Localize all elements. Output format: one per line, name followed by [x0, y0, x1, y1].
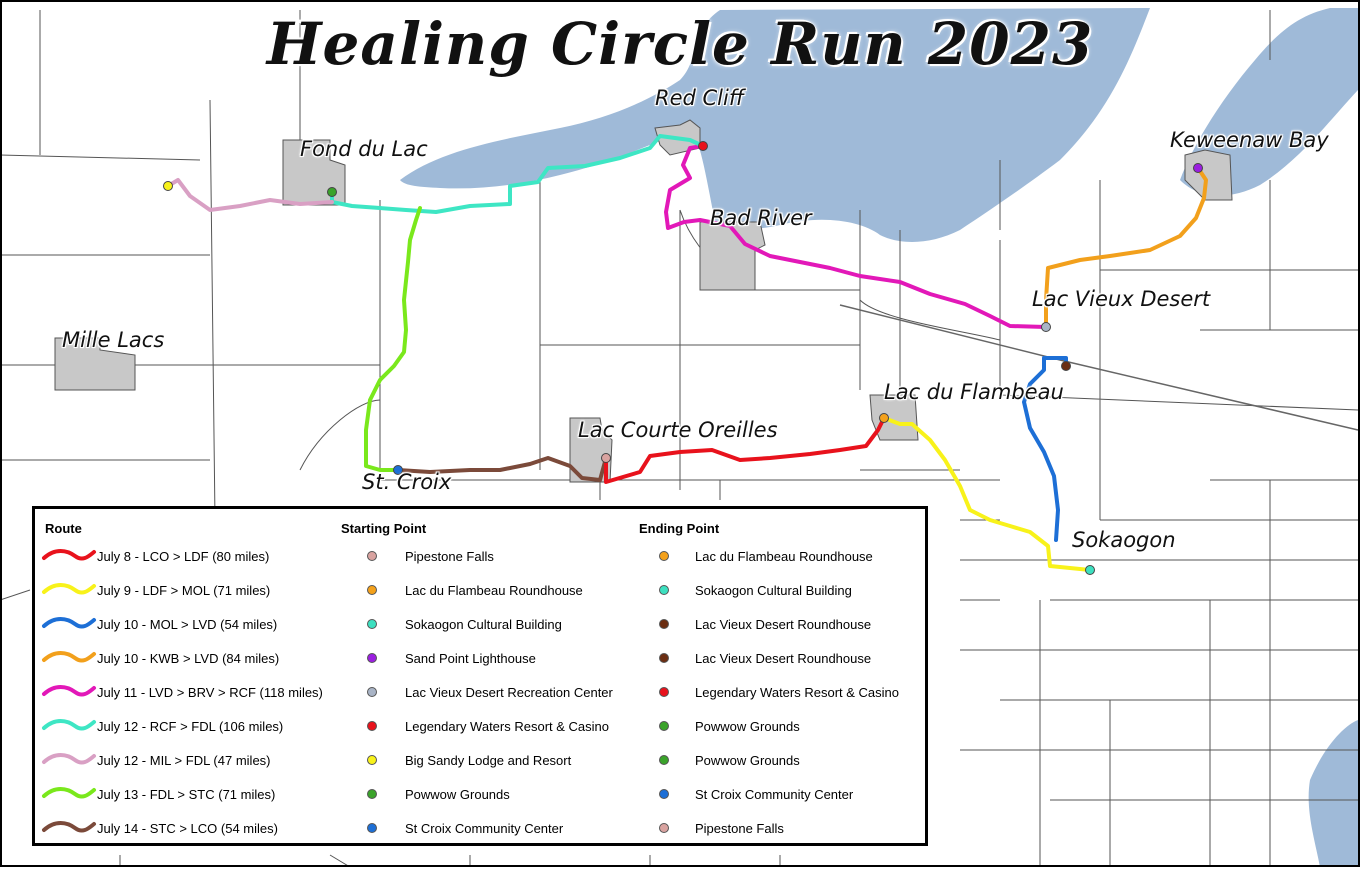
- pt-legendary-waters: [698, 141, 708, 151]
- legend-end-dot: [659, 721, 669, 731]
- place-label-fond-du-lac: Fond du Lac: [300, 137, 428, 161]
- legend-header-start: Starting Point: [341, 521, 427, 536]
- legend-route-swatch: [42, 651, 96, 663]
- legend-route-label: July 8 - LCO > LDF (80 miles): [97, 549, 270, 564]
- legend-header-end: Ending Point: [639, 521, 720, 536]
- place-label-keweenaw-bay: Keweenaw Bay: [1170, 128, 1329, 152]
- pt-lvd-rec: [1041, 322, 1051, 332]
- legend-route-swatch: [42, 617, 96, 629]
- legend-end-dot: [659, 789, 669, 799]
- legend-end-label: Lac Vieux Desert Roundhouse: [695, 617, 872, 632]
- route-kwb-lvd: [1044, 166, 1208, 329]
- pt-pipestone-falls: [601, 453, 611, 463]
- legend-start-label: Lac du Flambeau Roundhouse: [405, 583, 583, 598]
- legend-start-label: Sand Point Lighthouse: [405, 651, 536, 666]
- legend-start-dot: [367, 551, 377, 561]
- legend-start-label: Powwow Grounds: [405, 787, 510, 802]
- lake-superior: [400, 8, 1150, 242]
- res-bad-river: [699, 221, 766, 291]
- legend-end-dot: [659, 687, 669, 697]
- legend-route-swatch: [42, 583, 96, 595]
- legend-end-dot: [659, 585, 669, 595]
- legend-route-label: July 13 - FDL > STC (71 miles): [97, 787, 276, 802]
- legend-route-label: July 10 - MOL > LVD (54 miles): [97, 617, 278, 632]
- legend-route-label: July 10 - KWB > LVD (84 miles): [97, 651, 280, 666]
- place-label-lac-courte-oreilles: Lac Courte Oreilles: [578, 418, 778, 442]
- route-mol-lvd: [1022, 356, 1068, 542]
- legend-start-label: St Croix Community Center: [405, 821, 564, 836]
- route-stc-lco: [396, 456, 608, 482]
- route-rcf-fdl: [330, 134, 705, 214]
- legend-end-label: Legendary Waters Resort & Casino: [695, 685, 900, 700]
- legend-route-swatch: [42, 753, 96, 765]
- legend-start-dot: [367, 619, 377, 629]
- legend-start-dot: [367, 585, 377, 595]
- legend-end-label: Lac Vieux Desert Roundhouse: [695, 651, 872, 666]
- legend-header-route: Route: [45, 521, 82, 536]
- place-label-lac-du-flambeau: Lac du Flambeau: [884, 380, 1064, 404]
- map-title: Healing Circle Run 2023: [266, 10, 1094, 78]
- legend-start-label: Legendary Waters Resort & Casino: [405, 719, 610, 734]
- legend-end-label: Sokaogon Cultural Building: [695, 583, 852, 598]
- pt-lvd-roundhouse: [1061, 361, 1071, 371]
- legend-start-dot: [367, 687, 377, 697]
- legend-route-swatch: [42, 821, 96, 833]
- route-lvd-brv-rcf: [664, 144, 1048, 329]
- pt-ldf-roundhouse: [879, 413, 889, 423]
- place-label-st-croix: St. Croix: [362, 470, 452, 494]
- legend-end-dot: [659, 653, 669, 663]
- legend-route-swatch: [42, 719, 96, 731]
- points: [163, 141, 1203, 575]
- legend-route-swatch: [42, 685, 96, 697]
- legend-end-label: St Croix Community Center: [695, 787, 854, 802]
- route-ldf-mol: [882, 416, 1092, 572]
- pt-big-sandy: [163, 181, 173, 191]
- legend-route-label: July 12 - MIL > FDL (47 miles): [97, 753, 271, 768]
- routes: [166, 134, 1208, 572]
- pt-sand-point: [1193, 163, 1203, 173]
- place-label-red-cliff: Red Cliff: [655, 86, 745, 110]
- legend-route-label: July 11 - LVD > BRV > RCF (118 miles): [97, 685, 323, 700]
- legend-start-dot: [367, 789, 377, 799]
- route-mil-fdl: [166, 178, 334, 212]
- legend-start-label: Big Sandy Lodge and Resort: [405, 753, 572, 768]
- legend-end-dot: [659, 823, 669, 833]
- legend-route-label: July 12 - RCF > FDL (106 miles): [97, 719, 284, 734]
- legend-start-dot: [367, 823, 377, 833]
- legend-route-label: July 14 - STC > LCO (54 miles): [97, 821, 278, 836]
- legend-end-dot: [659, 755, 669, 765]
- res-lac-du-flambeau: [869, 394, 919, 441]
- pt-st-croix: [393, 465, 403, 475]
- res-lco: [569, 417, 613, 483]
- res-keweenaw: [1184, 149, 1233, 201]
- legend-end-label: Pipestone Falls: [695, 821, 784, 836]
- place-label-mille-lacs: Mille Lacs: [62, 328, 165, 352]
- route-fdl-stc: [364, 206, 422, 472]
- legend-start-dot: [367, 755, 377, 765]
- legend-end-label: Powwow Grounds: [695, 719, 800, 734]
- legend-start-dot: [367, 721, 377, 731]
- legend-end-dot: [659, 551, 669, 561]
- legend-end-label: Powwow Grounds: [695, 753, 800, 768]
- keweenaw-water: [1180, 8, 1358, 196]
- legend-route-swatch: [42, 549, 96, 561]
- place-label-lac-vieux-desert: Lac Vieux Desert: [1032, 287, 1211, 311]
- legend-end-label: Lac du Flambeau Roundhouse: [695, 549, 873, 564]
- legend-start-label: Pipestone Falls: [405, 549, 494, 564]
- legend-route-swatch: [42, 787, 96, 799]
- place-label-sokaogon: Sokaogon: [1072, 528, 1176, 552]
- place-label-bad-river: Bad River: [710, 206, 812, 230]
- legend-start-dot: [367, 653, 377, 663]
- res-mille-lacs: [54, 337, 136, 391]
- pt-sokaogon: [1085, 565, 1095, 575]
- reservations: [54, 119, 1233, 483]
- lake-michigan-corner: [1308, 720, 1358, 867]
- legend-box: Route Starting Point Ending Point July 8…: [32, 506, 928, 846]
- route-lco-ldf: [604, 416, 886, 484]
- legend-route-label: July 9 - LDF > MOL (71 miles): [97, 583, 271, 598]
- legend-start-label: Sokaogon Cultural Building: [405, 617, 562, 632]
- legend-end-dot: [659, 619, 669, 629]
- pt-powwow: [327, 187, 337, 197]
- legend-start-label: Lac Vieux Desert Recreation Center: [405, 685, 613, 700]
